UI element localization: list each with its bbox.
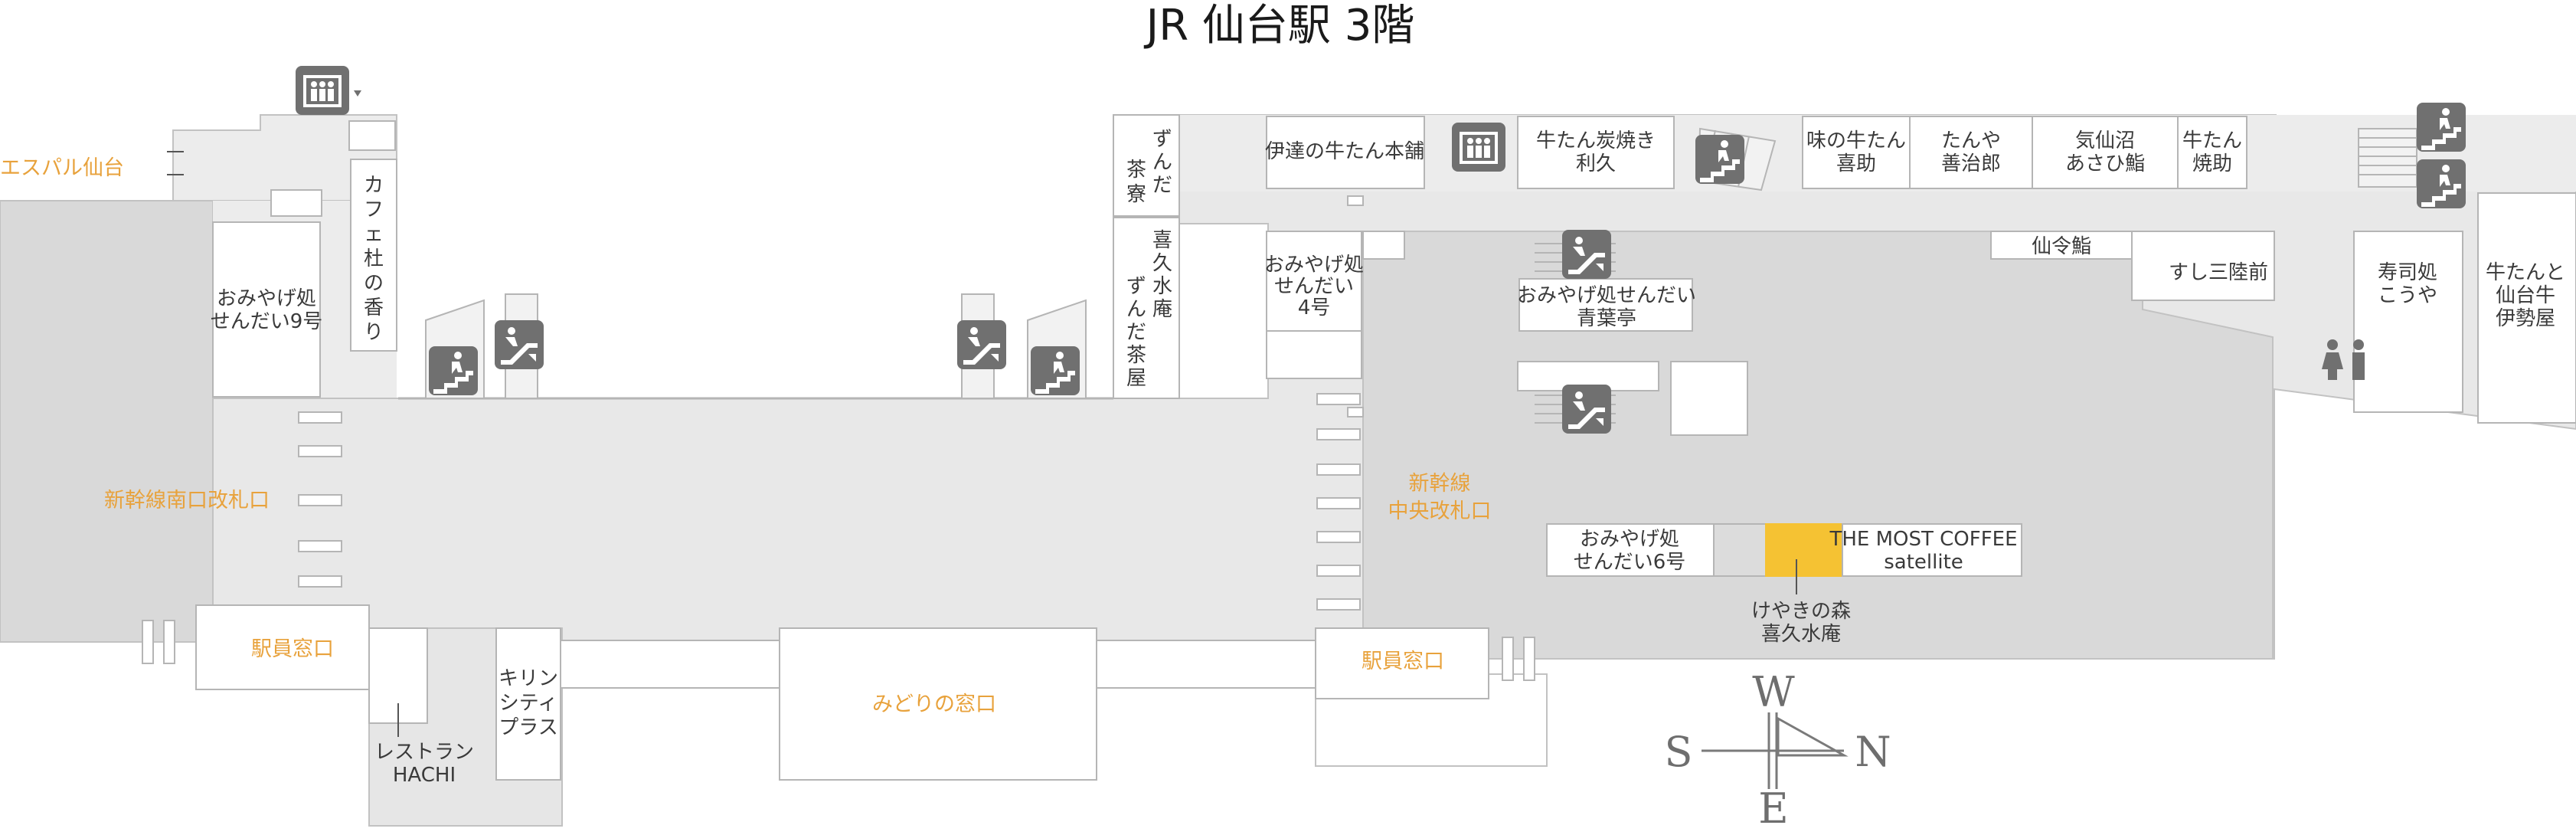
yakisuke-line1: 牛たん xyxy=(2182,129,2242,152)
escalator-icon xyxy=(495,320,544,369)
svg-text:ん: ん xyxy=(1152,151,1172,174)
kirin-line1: キリン xyxy=(499,667,558,690)
svg-text:寮: 寮 xyxy=(1126,183,1146,206)
isehara-line3: 伊勢屋 xyxy=(2496,307,2555,330)
tanya-line1: たんや xyxy=(1941,129,2001,152)
svg-text:喜: 喜 xyxy=(1152,229,1172,252)
omiyage4-line2: せんだい xyxy=(1274,275,1354,298)
compass-e: E xyxy=(1758,784,1788,833)
keyaki-line1: けやきの森 xyxy=(1751,600,1851,623)
kesennuma-line2: あさひ鮨 xyxy=(2065,152,2145,175)
aji-gyutan-line2: 喜助 xyxy=(1836,152,1876,175)
sushi-sanriku-label: すし三陸前 xyxy=(2169,261,2268,284)
leader-lines xyxy=(167,151,1797,737)
labels: エスパル仙台 おみやげ処 せんだい9号 カ フ ェ 杜 の 香 り 新幹線南口改… xyxy=(0,128,2565,787)
restroom-icon xyxy=(2322,339,2365,380)
tanya-line2: 善治郎 xyxy=(1941,152,2001,175)
kirin-line3: プラス xyxy=(499,716,557,739)
kesennuma-line1: 気仙沼 xyxy=(2075,129,2135,152)
escalator-icon xyxy=(957,320,1006,369)
rikyu-line1: 牛たん炭焼き xyxy=(1536,129,1656,152)
svg-text:水: 水 xyxy=(1152,275,1172,298)
compass-w: W xyxy=(1752,668,1795,716)
svg-text:フ: フ xyxy=(364,198,384,221)
restaurant-hachi-line1: レストラン xyxy=(374,741,474,764)
kirin-line2: シティ xyxy=(499,692,557,715)
elevator-icon xyxy=(1452,123,1505,172)
kouya-line2: こうや xyxy=(2378,284,2437,307)
aji-gyutan-line1: 味の牛たん xyxy=(1806,129,1906,152)
svg-text:茶: 茶 xyxy=(1126,344,1146,367)
stairs-icon xyxy=(2417,103,2466,152)
shinkansen-central-line1: 新幹線 xyxy=(1409,472,1471,496)
compass-rose: W N S E xyxy=(1665,668,1891,833)
espal-label: エスパル仙台 xyxy=(0,156,124,180)
keyaki-line2: 喜久水庵 xyxy=(1761,623,1841,646)
svg-text:ェ: ェ xyxy=(364,223,384,246)
aobatei-line2: 青葉亭 xyxy=(1577,307,1636,330)
midori-window: みどりの窓口 xyxy=(872,693,996,716)
omiyage6-line1: おみやげ処 xyxy=(1580,528,1679,551)
svg-text:り: り xyxy=(364,321,384,344)
omiyage4-line3: 4号 xyxy=(1298,296,1331,319)
rikyu-line2: 利久 xyxy=(1576,152,1616,175)
svg-text:屋: 屋 xyxy=(1126,367,1146,390)
kikusui-zunda-label: 喜 久 水 庵 ず ん だ 茶 屋 xyxy=(1126,229,1172,390)
omiyage9-line2: せんだい9号 xyxy=(211,310,323,333)
yakisuke-line2: 焼助 xyxy=(2192,152,2232,175)
senreisushi-label: 仙令鮨 xyxy=(2032,235,2091,258)
elevator-icon xyxy=(296,66,361,115)
zunda-saryo-label: ず ん だ 茶 寮 xyxy=(1126,128,1172,206)
cafe-mori-label: カ フ ェ 杜 の 香 り xyxy=(364,174,384,344)
svg-text:ん: ん xyxy=(1126,298,1146,321)
isehara-line1: 牛たんと xyxy=(2486,261,2565,284)
stairs-icon xyxy=(2417,159,2466,208)
stairs-icon xyxy=(1031,346,1080,395)
escalator-icon xyxy=(1562,230,1611,279)
svg-text:だ: だ xyxy=(1126,321,1146,344)
stairs-icon xyxy=(429,346,478,395)
shinkansen-south-gate: 新幹線南口改札口 xyxy=(104,489,270,512)
omiyage9-line1: おみやげ処 xyxy=(217,287,316,310)
svg-text:庵: 庵 xyxy=(1152,298,1172,321)
aobatei-line1: おみやげ処せんだい xyxy=(1517,284,1696,307)
most-coffee-line2: satellite xyxy=(1884,551,1963,574)
stairs-icon xyxy=(1695,135,1744,184)
compass-n: N xyxy=(1855,728,1891,776)
svg-text:杜: 杜 xyxy=(364,247,384,270)
svg-text:香: 香 xyxy=(364,296,384,319)
ekiin-window-right: 駅員窓口 xyxy=(1362,650,1444,673)
kouya-line1: 寿司処 xyxy=(2378,261,2437,284)
isehara-line2: 仙台牛 xyxy=(2496,284,2555,307)
compass-s: S xyxy=(1665,728,1693,776)
restaurant-hachi-line2: HACHI xyxy=(393,764,456,787)
ekiin-window-left: 駅員窓口 xyxy=(251,637,334,661)
date-gyutan-label: 伊達の牛たん本舗 xyxy=(1265,140,1424,163)
map-title: JR 仙台駅 3階 xyxy=(1144,1,1415,51)
omiyage6-line2: せんだい6号 xyxy=(1574,551,1686,574)
ticket-gates xyxy=(142,195,1535,681)
shinkansen-central-line2: 中央改札口 xyxy=(1388,499,1492,523)
svg-text:茶: 茶 xyxy=(1126,159,1146,182)
svg-text:カ: カ xyxy=(364,174,384,197)
stores xyxy=(195,114,2576,781)
escalator-icon xyxy=(1562,385,1611,434)
omiyage4-line1: おみやげ処 xyxy=(1264,254,1364,277)
svg-text:の: の xyxy=(364,272,384,295)
most-coffee-line1: THE MOST COFFEE xyxy=(1829,528,2017,551)
svg-text:久: 久 xyxy=(1152,252,1172,275)
svg-text:ず: ず xyxy=(1126,275,1146,298)
svg-text:だ: だ xyxy=(1152,174,1172,197)
svg-text:ず: ず xyxy=(1152,128,1172,151)
